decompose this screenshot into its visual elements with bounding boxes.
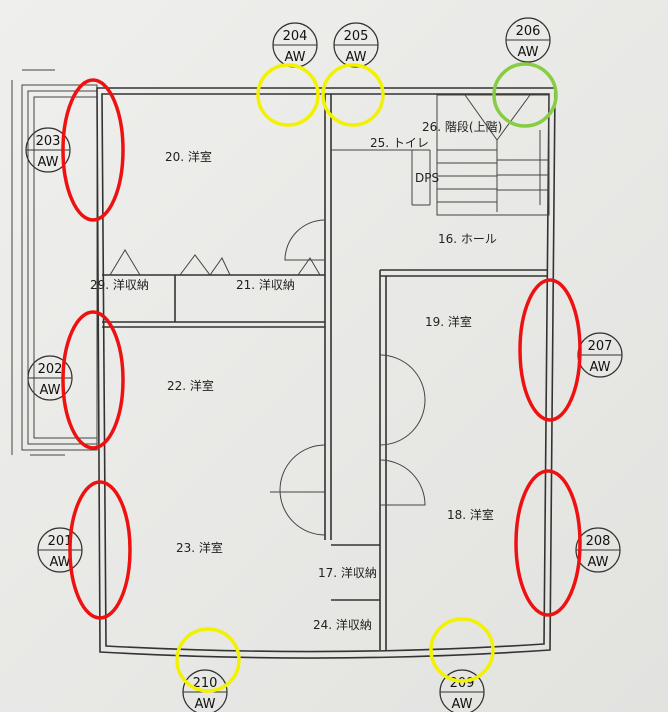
window-type: AW xyxy=(37,155,58,170)
window-number: 208 xyxy=(586,534,611,549)
dps-label: DPS xyxy=(415,171,439,185)
window-type: AW xyxy=(517,45,538,60)
window-number: 205 xyxy=(344,29,369,44)
room-26-label: 26. 階段(上階) xyxy=(422,119,502,134)
room-29-label: 29. 洋収納 xyxy=(90,277,149,292)
red-highlight-208 xyxy=(514,469,582,617)
red-highlight-207 xyxy=(518,278,582,422)
window-tags: 201AW202AW203AW204AW205AW206AW207AW208AW… xyxy=(25,17,623,712)
yellow-highlight-209 xyxy=(429,617,495,683)
red-highlight-201 xyxy=(68,480,132,620)
window-number: 204 xyxy=(283,29,308,44)
window-type: AW xyxy=(451,697,472,712)
yellow-highlight-204 xyxy=(256,63,320,127)
room-17-label: 17. 洋収納 xyxy=(318,565,377,580)
window-type: AW xyxy=(284,50,305,65)
yellow-highlight-210 xyxy=(175,627,241,693)
room-22-label: 22. 洋室 xyxy=(167,378,214,393)
window-number: 201 xyxy=(48,534,73,549)
window-type: AW xyxy=(194,697,215,712)
window-number: 210 xyxy=(193,676,218,691)
room-labels: 20. 洋室 25. トイレ 26. 階段(上階) DPS 16. ホール 29… xyxy=(90,119,502,632)
yellow-highlight-205 xyxy=(321,63,385,127)
room-18-label: 18. 洋室 xyxy=(447,507,494,522)
balcony xyxy=(11,69,98,456)
room-16-label: 16. ホール xyxy=(438,232,497,246)
doors xyxy=(109,219,426,536)
window-number: 207 xyxy=(588,339,613,354)
window-number: 202 xyxy=(38,362,63,377)
window-number: 206 xyxy=(516,24,541,39)
room-23-label: 23. 洋室 xyxy=(176,540,223,555)
outer-walls xyxy=(96,87,556,659)
red-highlight-203 xyxy=(61,78,125,222)
window-type: AW xyxy=(39,383,60,398)
window-type: AW xyxy=(587,555,608,570)
window-number: 203 xyxy=(36,134,61,149)
room-19-label: 19. 洋室 xyxy=(425,314,472,329)
highlight-marks xyxy=(61,62,582,693)
room-25-label: 25. トイレ xyxy=(370,136,429,150)
room-21-label: 21. 洋収納 xyxy=(236,277,295,292)
window-type: AW xyxy=(589,360,610,375)
green-highlight-206 xyxy=(492,62,558,128)
interior-walls xyxy=(102,94,548,650)
room-24-label: 24. 洋収納 xyxy=(313,617,372,632)
window-type: AW xyxy=(49,555,70,570)
room-20-label: 20. 洋室 xyxy=(165,149,212,164)
staircase xyxy=(436,94,550,216)
window-type: AW xyxy=(345,50,366,65)
red-highlight-202 xyxy=(61,310,125,450)
